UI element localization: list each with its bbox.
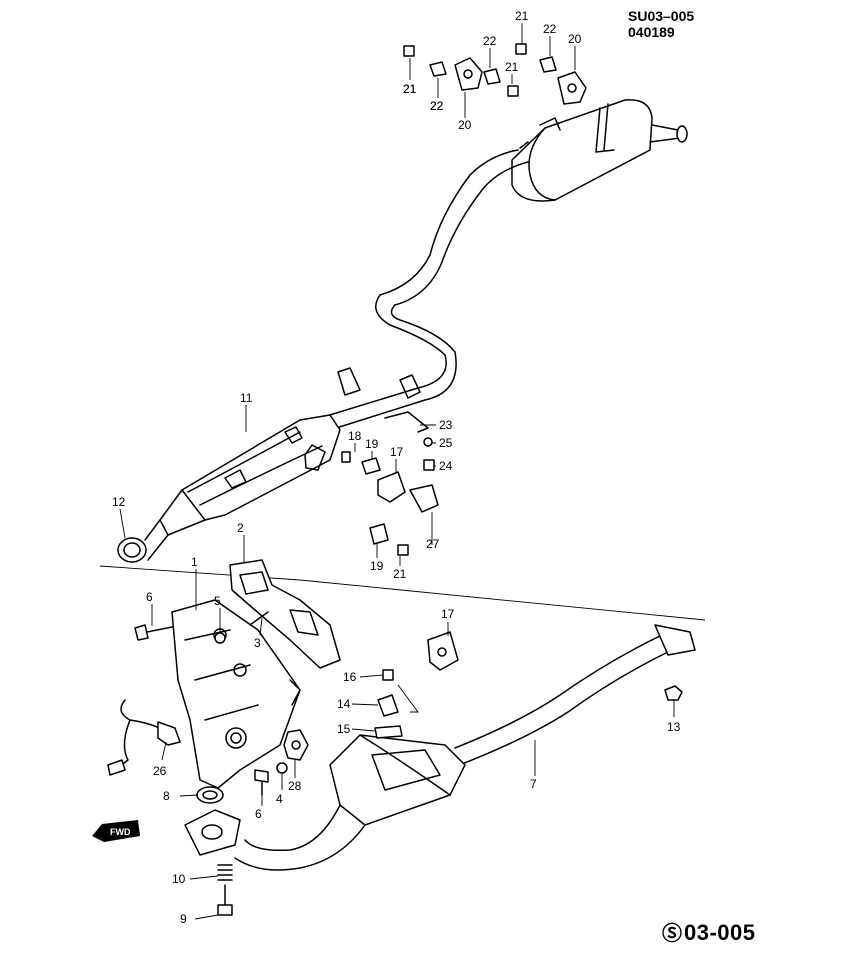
spring-10 — [217, 864, 233, 881]
bolt-21-lower — [397, 544, 409, 556]
callout: 4 — [276, 792, 283, 806]
callout: 20 — [568, 32, 582, 46]
nut-25 — [423, 437, 433, 447]
callout: 21 — [505, 60, 519, 74]
bush-22-top-right — [539, 56, 557, 73]
leader-lines — [119, 23, 675, 920]
callout: 12 — [112, 495, 126, 509]
oxygen-sensor — [107, 699, 181, 776]
rubber-hanger-20-right — [557, 71, 587, 105]
callout: 13 — [667, 720, 681, 734]
front-exhaust-pipe — [184, 624, 696, 871]
page-code: Ⓢ 03-005 — [662, 920, 756, 946]
bolt-6-upper — [134, 624, 173, 641]
callout: 6 — [255, 807, 262, 821]
bolt-24 — [423, 459, 435, 471]
callout: 19 — [370, 559, 384, 573]
callout: 28 — [288, 779, 302, 793]
callout: 2 — [237, 521, 244, 535]
callout: 22 — [483, 34, 497, 48]
callout: 24 — [439, 459, 453, 473]
bracket-23 — [384, 411, 429, 433]
rubber-hanger-20-left — [454, 57, 483, 91]
callout: 3 — [254, 636, 261, 650]
callout: 21 — [403, 82, 417, 96]
center-pipe-heat-shield — [117, 367, 361, 563]
forward-arrow-icon: FWD — [92, 820, 140, 842]
bolt-21-top-middle — [515, 43, 527, 55]
bolt-6-lower — [254, 769, 269, 796]
reference-code: SU03–005 — [628, 8, 695, 24]
callout: 18 — [348, 429, 362, 443]
gasket-28 — [283, 729, 309, 761]
bush-22-top-left — [429, 61, 447, 77]
callout: 21 — [393, 567, 407, 581]
callout: 27 — [426, 537, 440, 551]
washer-4 — [276, 762, 288, 774]
reference-date: 040189 — [628, 24, 675, 40]
callout: 22 — [430, 99, 444, 113]
bush-19-upper — [361, 457, 381, 475]
bolt-18 — [341, 451, 351, 463]
callout: 6 — [146, 590, 153, 604]
callout: 17 — [390, 445, 404, 459]
page-code-text: 03-005 — [684, 920, 756, 945]
callout: 17 — [441, 607, 455, 621]
nut-5 — [214, 632, 226, 644]
callout: 9 — [180, 912, 187, 926]
callout: 20 — [458, 118, 472, 132]
callout: 21 — [515, 9, 529, 23]
bush-22-top-middle — [483, 68, 501, 85]
plate-15 — [374, 725, 403, 739]
callout: 19 — [365, 437, 379, 451]
tail-pipe — [319, 149, 529, 431]
callout: 5 — [214, 594, 221, 608]
svg-text:FWD: FWD — [110, 827, 131, 837]
hanger-17-upper — [377, 471, 406, 503]
rear-muffler — [511, 99, 688, 202]
manifold-cover — [229, 559, 341, 669]
bolt-21-top-left — [403, 45, 415, 57]
exhaust-manifold — [171, 599, 301, 789]
callout: 16 — [343, 670, 357, 684]
bush-19-lower — [369, 523, 389, 545]
callout: 23 — [439, 418, 453, 432]
callout: 21 — [403, 82, 417, 96]
callout: 7 — [530, 777, 537, 791]
s-logo-icon: Ⓢ — [662, 921, 682, 945]
bolt-9 — [217, 884, 233, 916]
clamp-14 — [377, 694, 399, 717]
callout: 11 — [240, 391, 253, 405]
callout: 14 — [337, 697, 351, 711]
hanger-17-lower — [427, 631, 459, 671]
bolt-21-top-lower — [507, 85, 519, 97]
callout: 8 — [163, 789, 170, 803]
assembly-division-line — [99, 565, 706, 621]
callout: 22 — [543, 22, 557, 36]
callout: 1 — [191, 555, 198, 569]
callout: 15 — [337, 722, 351, 736]
stud-3 — [249, 611, 269, 626]
gasket-8 — [196, 786, 224, 804]
bolt-16 — [382, 669, 394, 681]
nut-13 — [664, 685, 683, 701]
callout: 22 — [430, 99, 444, 113]
callout: 26 — [153, 764, 167, 778]
callout-labels: 21 22 22 21 21 22 20 21 22 20 11 18 19 1… — [112, 9, 681, 926]
bracket-27 — [409, 484, 439, 513]
callout: 10 — [172, 872, 186, 886]
callout: 25 — [439, 436, 453, 450]
